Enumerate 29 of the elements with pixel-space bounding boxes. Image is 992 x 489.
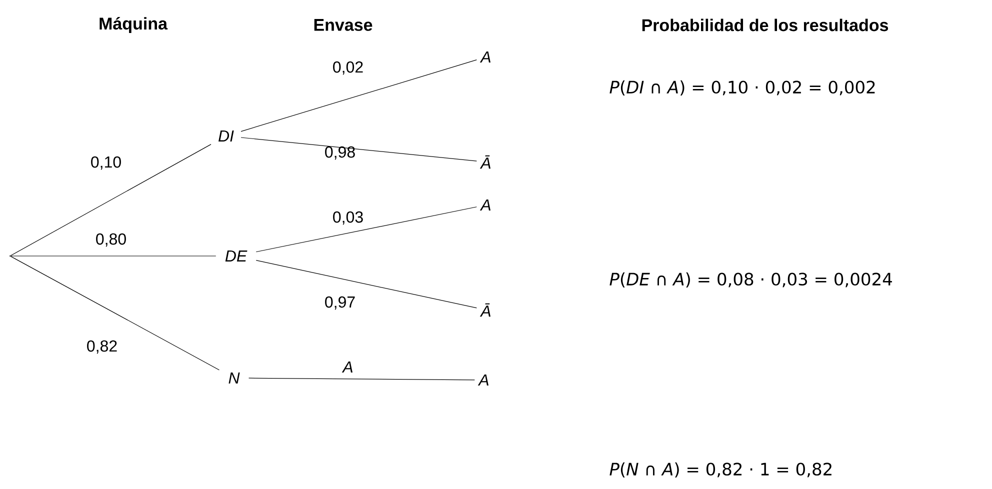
probability-formula: P(N ∩ A) = 0,82 · 1 = 0,82 <box>610 462 832 478</box>
probability-label: 0,80 <box>96 233 126 247</box>
probability-label: 0,10 <box>91 156 121 170</box>
probability-label: 0,98 <box>325 146 355 160</box>
probability-label: 0,82 <box>87 340 117 354</box>
outcome-label: DI <box>218 130 234 142</box>
probability-label: 0,02 <box>333 61 363 75</box>
column-heading: Envase <box>314 19 372 31</box>
branch-line <box>256 260 477 308</box>
branch-line <box>240 60 477 132</box>
outcome-label: Ā <box>480 303 490 317</box>
outcome-label: A <box>480 199 490 210</box>
probability-formula: P(DE ∩ A) = 0,08 · 0,03 = 0,0024 <box>610 272 892 288</box>
column-heading: Máquina <box>100 17 168 33</box>
probability-formula: P(DI ∩ A) = 0,10 · 0,02 = 0,002 <box>610 80 875 96</box>
probability-label: 0,97 <box>325 296 355 310</box>
branch-line <box>240 137 477 162</box>
outcome-label: DE <box>225 250 248 262</box>
branch-line <box>256 206 477 252</box>
branch-line <box>10 256 220 370</box>
outcome-label: A <box>478 374 488 386</box>
branch-line <box>10 144 212 256</box>
outcome-label: N <box>228 372 240 384</box>
probability-label: A <box>342 361 352 372</box>
branch-line <box>248 378 475 380</box>
outcome-label: Ā <box>480 155 490 169</box>
probability-label: 0,03 <box>333 211 363 225</box>
column-heading: Probabilidad de los resultados <box>642 18 888 32</box>
outcome-label: A <box>480 51 490 62</box>
